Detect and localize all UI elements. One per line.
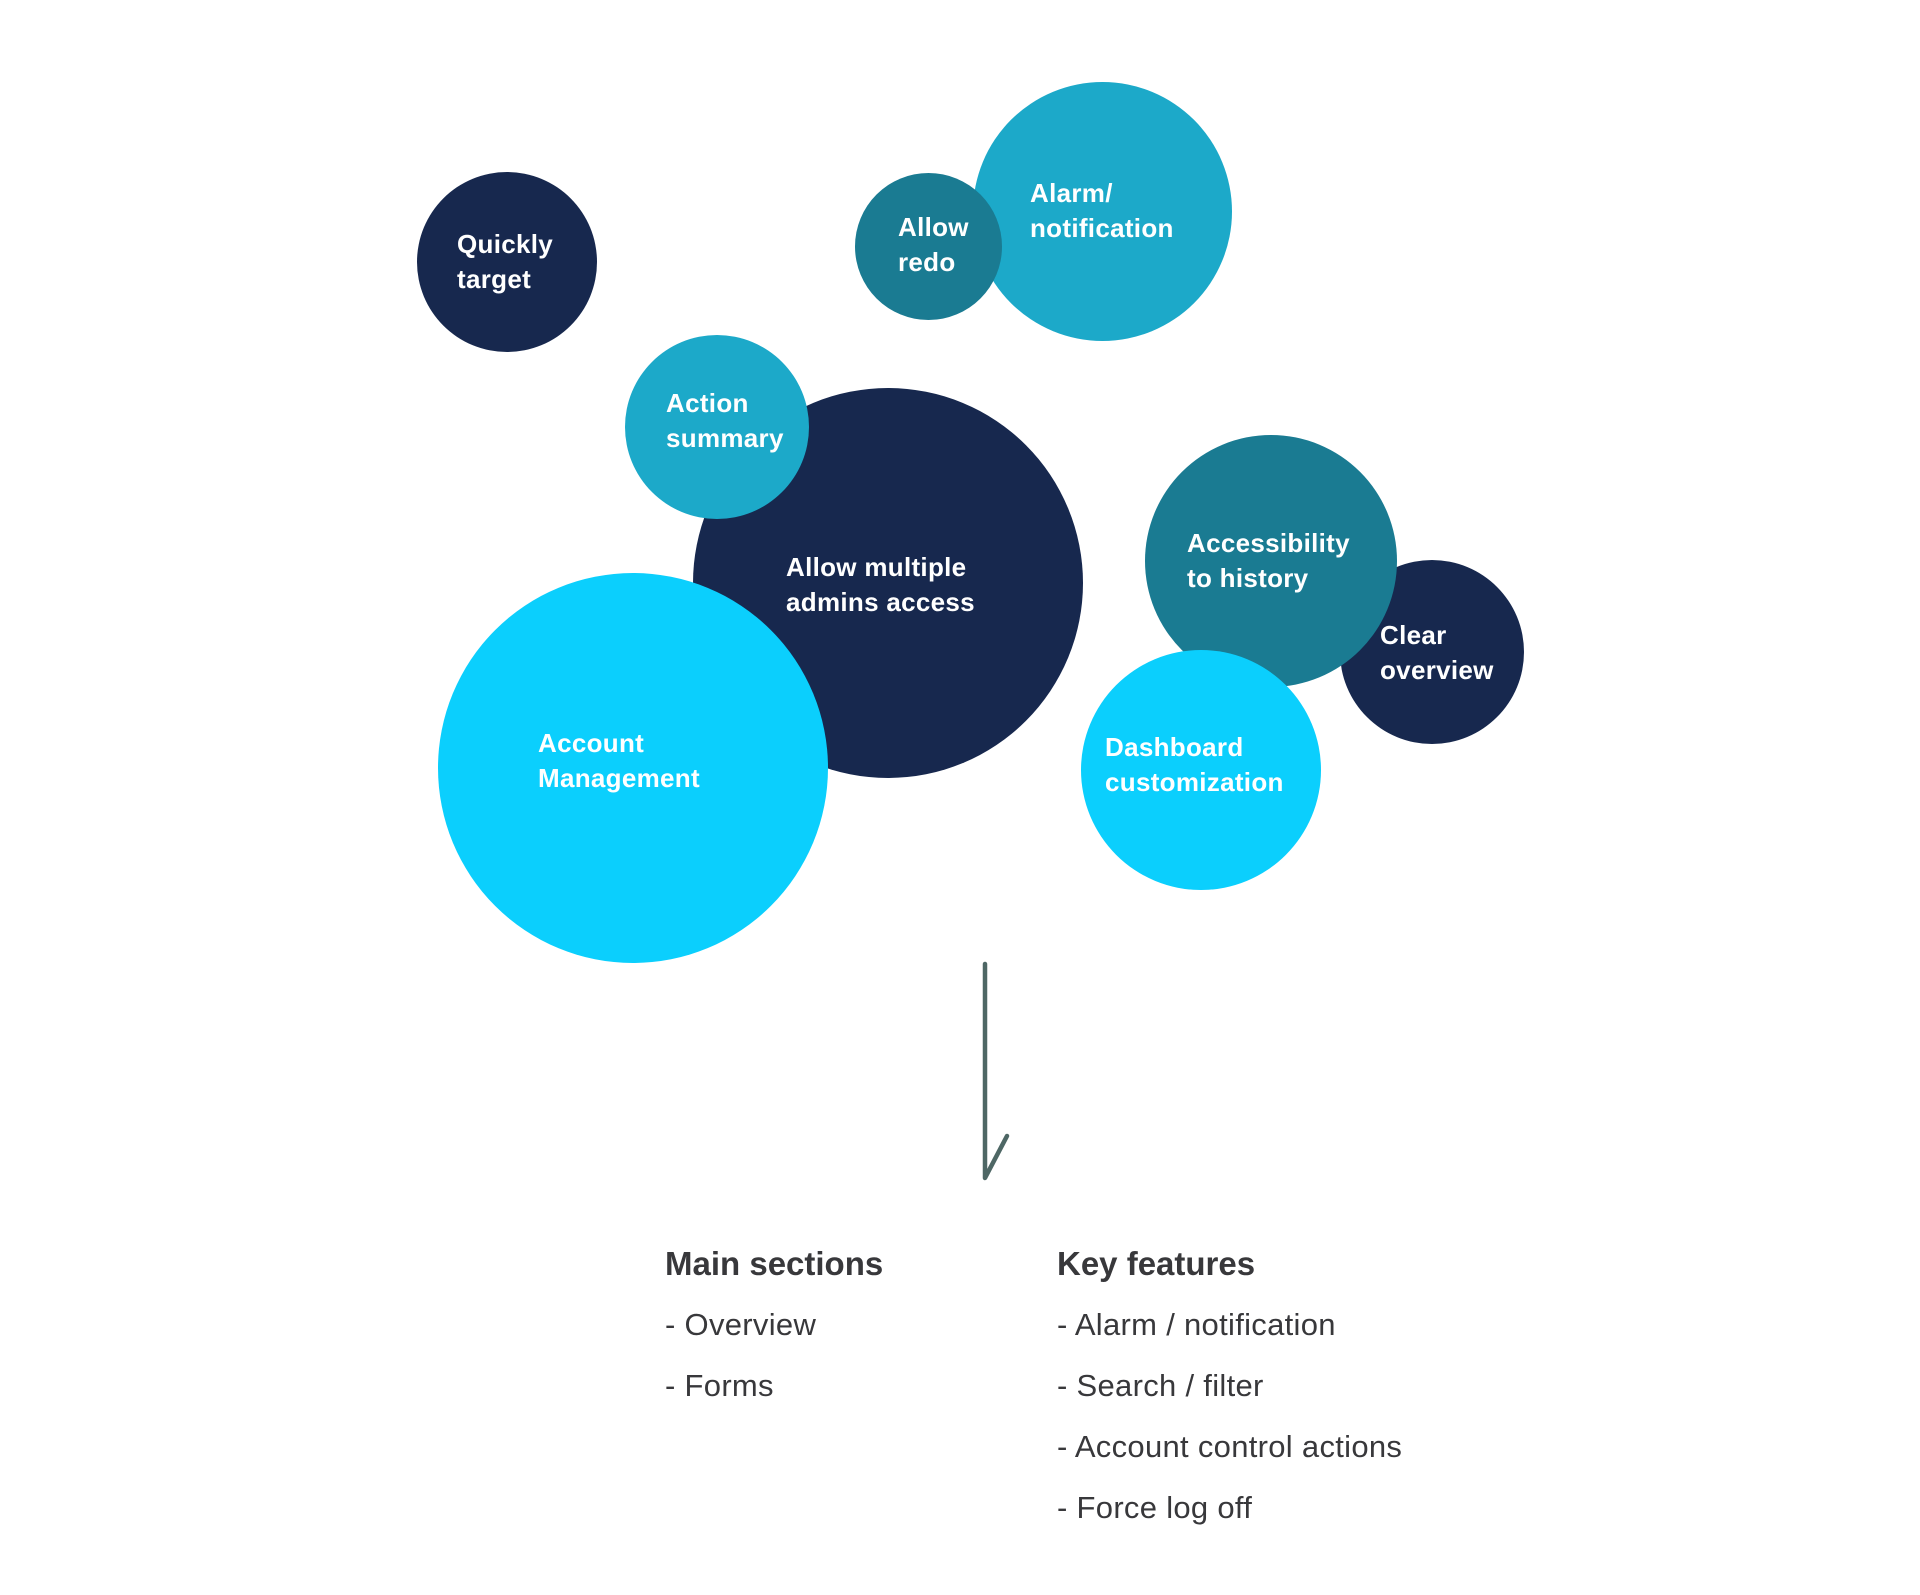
key-features: Key features - Alarm / notification - Se… [1057,1244,1402,1528]
label-line: notification [1030,213,1174,243]
label-allow-multiple-admins-access: Allow multiple admins access [786,550,975,620]
label-line: Account [538,728,645,758]
bubble-allow-redo [855,173,1002,320]
label-line: to history [1187,563,1309,593]
key-features-heading: Key features [1057,1245,1256,1282]
label-line: Allow multiple [786,552,967,582]
label-line: Allow [898,212,969,242]
label-line: Action [666,388,749,418]
key-features-item: - Alarm / notification [1057,1307,1336,1342]
key-features-item: - Account control actions [1057,1429,1403,1464]
label-line: target [457,264,532,294]
main-sections: Main sections - Overview - Forms [665,1244,883,1406]
label-quickly-target: Quickly target [457,227,553,297]
main-sections-heading: Main sections [665,1245,884,1282]
label-line: admins access [786,587,975,617]
label-action-summary: Action summary [666,386,784,456]
bubble-quickly-target [417,172,597,352]
label-line: Clear [1380,620,1447,650]
label-clear-overview: Clear overview [1380,618,1494,688]
label-line: customization [1105,767,1284,797]
label-alarm-notification: Alarm/ notification [1030,176,1174,246]
bubble-accessibility-to-history [1145,435,1397,687]
key-features-item: - Search / filter [1057,1368,1264,1403]
main-sections-item: - Overview [665,1307,817,1342]
label-line: Quickly [457,229,554,259]
bubble-alarm-notification [973,82,1232,341]
bubble-account-management [438,573,828,963]
label-line: summary [666,423,784,453]
label-line: Management [538,763,700,793]
bubble-dashboard-customization [1081,650,1321,890]
label-dashboard-customization: Dashboard customization [1105,730,1284,800]
label-accessibility-to-history: Accessibility to history [1187,526,1350,596]
label-line: overview [1380,655,1494,685]
label-line: Accessibility [1187,528,1350,558]
bubble-action-summary [625,335,809,519]
arrow-line [982,961,1010,1181]
label-account-management: Account Management [538,726,700,796]
label-line: redo [898,247,956,277]
label-allow-redo: Allow redo [898,210,969,280]
label-line: Dashboard [1105,732,1244,762]
key-features-item: - Force log off [1057,1490,1253,1525]
main-sections-item: - Forms [665,1368,774,1403]
label-line: Alarm/ [1030,178,1113,208]
